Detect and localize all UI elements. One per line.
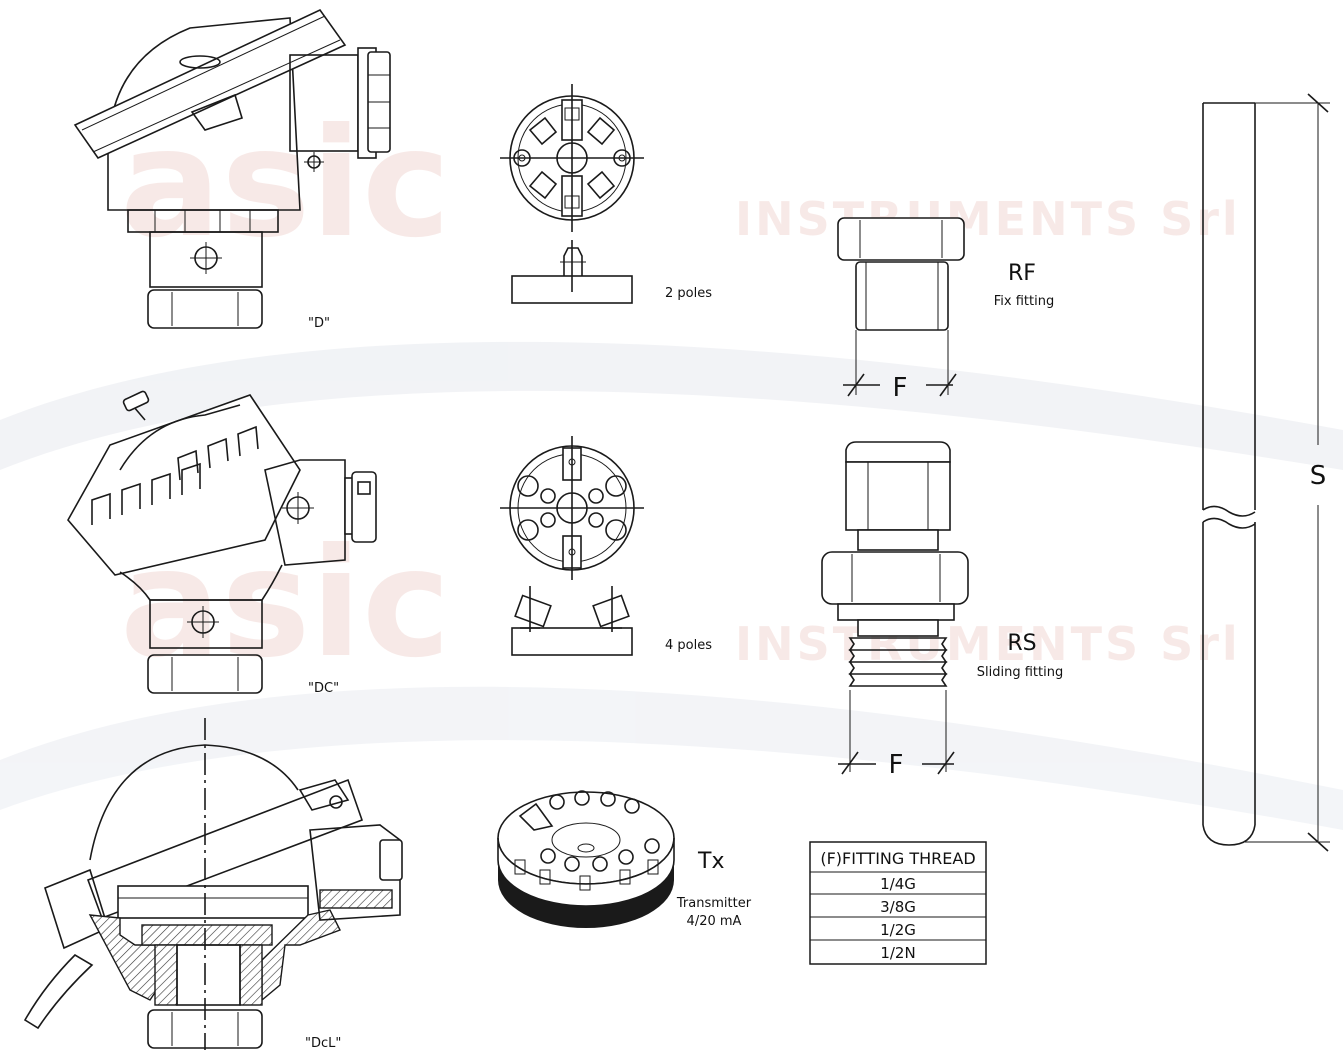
transmitter-code: Tx: [697, 849, 724, 874]
rf-dimension-f: F: [893, 373, 908, 403]
rf-fitting-drawing: [837, 217, 965, 397]
rs-fitting-drawing: [821, 441, 969, 775]
transmitter-line1: Transmitter: [676, 896, 752, 911]
thread-row: 1/2G: [880, 921, 916, 939]
thread-table-header: (F)FITTING THREAD: [820, 849, 975, 868]
head-dc-label: "DC": [308, 681, 339, 696]
terminal-block-2-poles-drawing: [500, 84, 644, 304]
watermark-logo-text: asic: [120, 97, 451, 271]
head-dcl-label: "DcL": [305, 1036, 341, 1050]
thread-row: 1/2N: [880, 944, 915, 962]
rs-code: RS: [1007, 631, 1036, 656]
sheath-dimension-s: S: [1310, 461, 1327, 491]
thread-row: 3/8G: [880, 898, 916, 916]
transmitter-line2: 4/20 mA: [687, 914, 742, 929]
head-dcl-drawing: [23, 718, 403, 1050]
head-dc-drawing: [67, 390, 377, 694]
terminal-block-4-poles-drawing: [500, 436, 644, 656]
terminal-2-poles-label: 2 poles: [665, 286, 712, 301]
rs-dimension-f: F: [889, 750, 904, 780]
terminal-4-poles-label: 4 poles: [665, 638, 712, 653]
watermark-logo-1: asic INSTRUMENTS Srl: [120, 97, 1241, 271]
thread-table: (F)FITTING THREAD 1/4G 3/8G 1/2G 1/2N: [809, 841, 987, 965]
watermark-company-text-2: INSTRUMENTS Srl: [735, 617, 1241, 671]
watermark-company-text: INSTRUMENTS Srl: [735, 192, 1241, 246]
rf-code: RF: [1008, 261, 1036, 286]
sheath-drawing: [1202, 93, 1330, 852]
head-d-drawing: [73, 8, 391, 329]
watermark-logo-2: asic INSTRUMENTS Srl: [120, 517, 1241, 691]
rf-name: Fix fitting: [994, 294, 1054, 309]
rs-name: Sliding fitting: [977, 665, 1063, 680]
transmitter-drawing: [497, 790, 675, 928]
watermark: asic INSTRUMENTS Srl asic INSTRUMENTS Sr…: [0, 97, 1343, 830]
thread-row: 1/4G: [880, 875, 916, 893]
head-d-label: "D": [308, 316, 330, 331]
